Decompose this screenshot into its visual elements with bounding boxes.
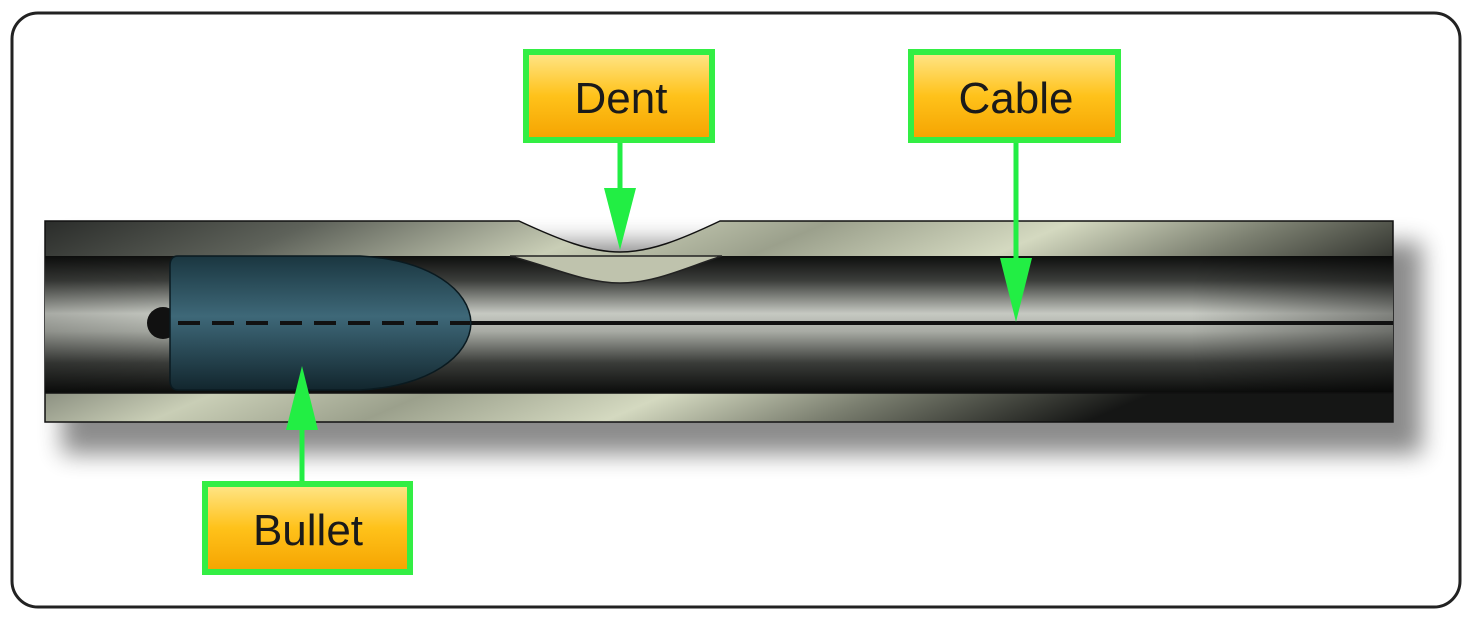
dent-label: Dent (575, 74, 668, 123)
bullet-label: Bullet (253, 506, 363, 555)
cable-label-box (908, 49, 1121, 143)
bullet-label-box (202, 481, 413, 575)
dent-label-box (523, 49, 715, 143)
cable-label: Cable (959, 74, 1074, 123)
bullet (147, 255, 472, 391)
bullet-arrow-head (286, 366, 318, 430)
dent-callout: Dent (523, 49, 715, 250)
dent-bulge (509, 255, 723, 284)
bullet-callout: Bullet (202, 366, 413, 575)
cable-arrow-head (1000, 258, 1032, 322)
cable-callout: Cable (908, 49, 1121, 322)
dent-arrow-head (604, 188, 636, 250)
